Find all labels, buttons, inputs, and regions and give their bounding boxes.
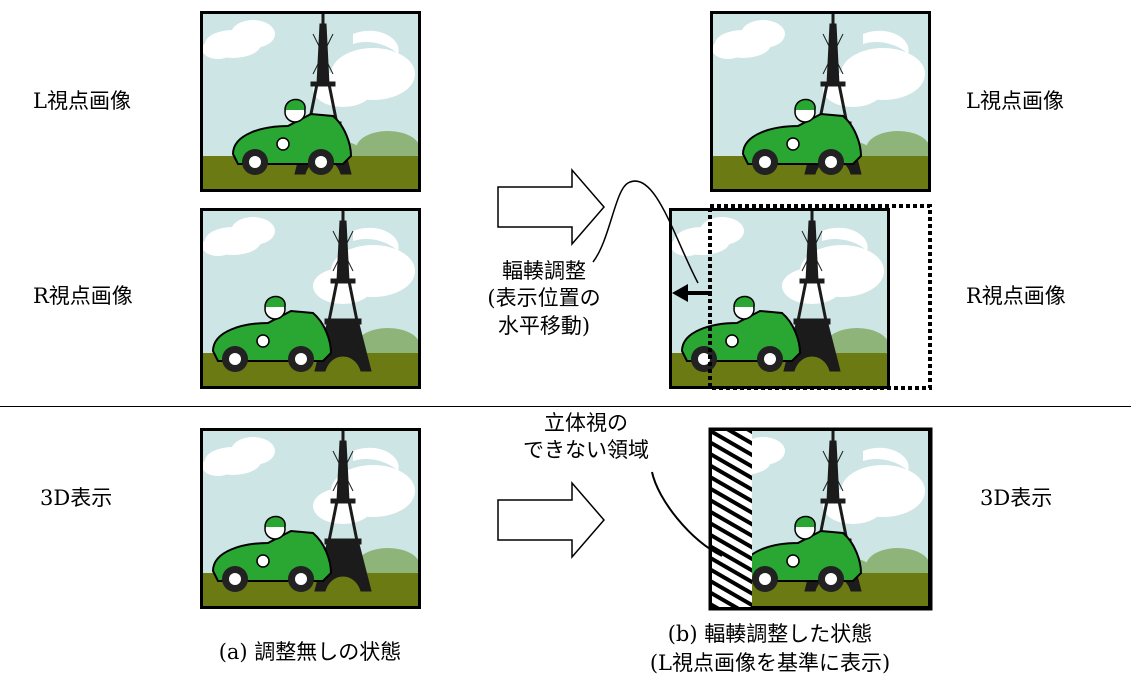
cloud-icon <box>823 447 925 524</box>
non-stereo-area-note: 立体視の できない領域 <box>506 410 666 465</box>
original-position-dotted-frame <box>708 204 932 390</box>
caption-b-line-2: (L視点画像を基準に表示) <box>649 651 891 676</box>
cloud-icon <box>203 437 275 476</box>
label-right-3d: 3D表示 <box>980 486 1053 510</box>
left-r-view-image <box>200 208 421 389</box>
cloud-icon <box>313 227 415 304</box>
caption-b-line-1: (b) 輻輳調整した状態 <box>667 622 873 646</box>
right-r-view-image <box>669 208 890 389</box>
left-3d-image <box>200 428 421 609</box>
adjust-note-line-3: 水平移動) <box>497 313 591 338</box>
non-stereo-note-line-2: できない領域 <box>523 438 649 463</box>
non-stereo-note-leader <box>651 471 723 557</box>
eiffel-tower-icon <box>314 211 372 372</box>
non-stereo-hatched-area <box>712 431 752 607</box>
cloud-icon <box>203 217 275 256</box>
label-left-3d: 3D表示 <box>40 486 113 510</box>
cloud-icon <box>713 20 785 59</box>
non-stereo-note-line-1: 立体視の <box>544 411 628 435</box>
label-right-l-view: L視点画像 <box>966 89 1064 113</box>
caption-b: (b) 輻輳調整した状態 (L視点画像を基準に表示) <box>600 620 940 679</box>
race-car-icon <box>741 98 863 175</box>
left-arrow-icon <box>672 284 712 302</box>
race-car-icon <box>211 515 333 592</box>
section-divider <box>0 406 1131 407</box>
cloud-icon <box>313 447 415 524</box>
convergence-adjust-note: 輻輳調整 (表示位置の 水平移動) <box>474 258 614 340</box>
race-car-icon <box>231 98 353 175</box>
left-l-view-image <box>200 11 421 192</box>
race-car-icon <box>211 295 333 372</box>
cloud-icon <box>782 227 884 304</box>
caption-a: (a) 調整無しの状態 <box>218 640 402 664</box>
right-l-view-image <box>710 11 931 192</box>
adjust-note-line-1: 輻輳調整 <box>502 259 586 283</box>
cloud-icon <box>203 20 275 59</box>
label-right-r-view: R視点画像 <box>966 284 1066 308</box>
label-left-r-view: R視点画像 <box>33 284 133 308</box>
adjust-note-line-2: (表示位置の <box>487 286 601 311</box>
eiffel-tower-icon <box>783 211 841 372</box>
adjust-note-leader <box>592 180 699 284</box>
hollow-right-arrow-icon <box>497 167 605 247</box>
label-left-l-view: L視点画像 <box>33 89 131 113</box>
hollow-right-arrow-icon <box>497 480 605 560</box>
race-car-icon <box>741 515 863 592</box>
eiffel-tower-icon <box>314 431 372 592</box>
